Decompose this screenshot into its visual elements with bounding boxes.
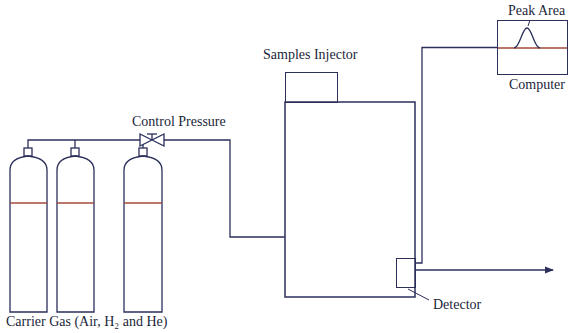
carrier-gas-label: Carrier Gas (Air, H₂ and He) — [6, 314, 167, 330]
injector-box: Samples Injector — [285, 72, 338, 103]
pressure-valve — [140, 134, 164, 146]
cylinder-bands — [10, 202, 162, 203]
peak-label: Peak Area — [508, 3, 565, 19]
node-label: Samples Injector — [263, 47, 357, 63]
outlet-arrow — [416, 269, 553, 270]
gas-pipe — [28, 140, 285, 237]
valve-label: Control Pressure — [132, 114, 226, 130]
node-label: Computer — [509, 77, 565, 93]
detector-box: Detector — [396, 258, 416, 288]
gas-cylinders — [10, 148, 162, 312]
column-oven — [285, 102, 415, 297]
signal-line — [416, 48, 497, 264]
chromatogram-peak — [498, 20, 567, 48]
node-label: Detector — [433, 297, 481, 313]
computer-box: Computer — [497, 20, 568, 75]
leader-line — [408, 289, 429, 300]
